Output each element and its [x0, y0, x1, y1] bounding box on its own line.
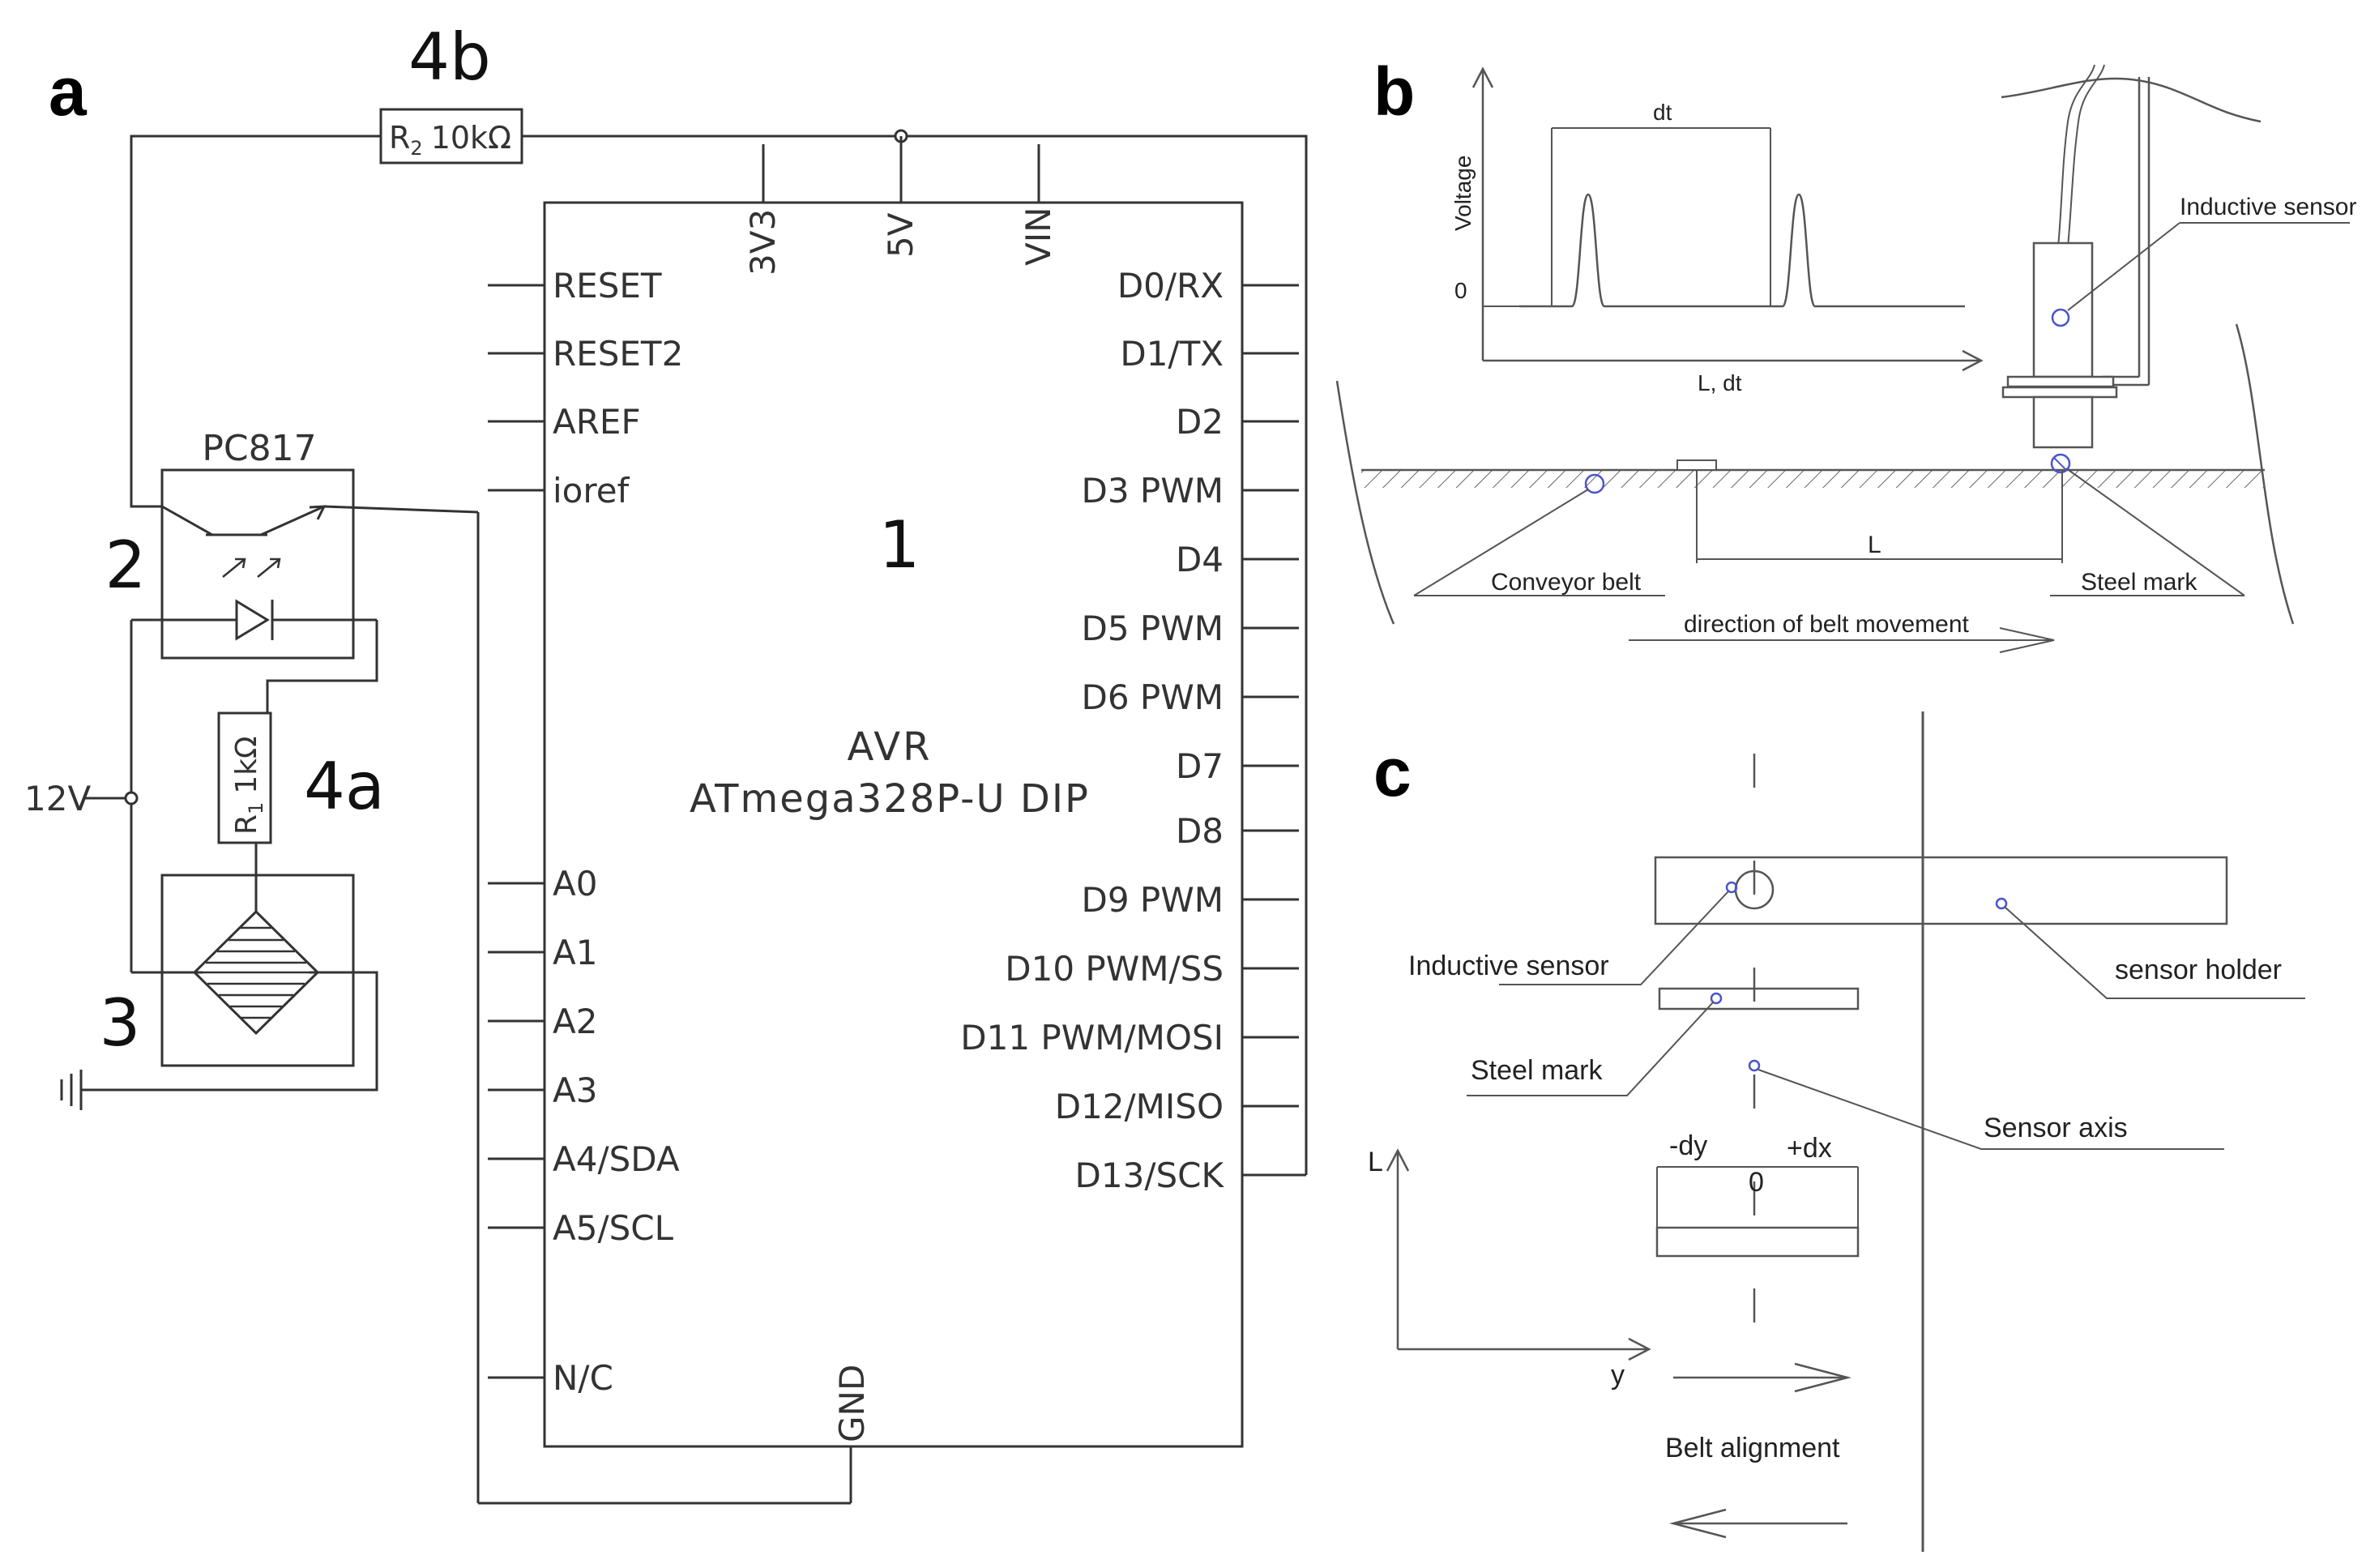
r1-callout: 4a [304, 749, 385, 824]
ground-icon [60, 1070, 83, 1110]
direction-label: direction of belt movement [1684, 611, 1970, 638]
l-axis-label: L [1368, 1147, 1383, 1177]
dt-interval [1551, 127, 1771, 306]
pin-a5-scl: A5/SCL [553, 1208, 674, 1248]
sensor-label: Inductive sensor [2180, 194, 2356, 220]
axis-label: Sensor axis [1984, 1113, 2128, 1143]
panel-a-letter: a [49, 53, 88, 130]
pin-d6-pwm: D6 PWM [1081, 677, 1224, 717]
panel-b-letter: b [1373, 53, 1415, 130]
pin-a3: A3 [553, 1070, 597, 1110]
inductive-sensor-symbol: 3 [60, 874, 378, 1110]
mark-label: Steel mark [2081, 569, 2197, 596]
pin-d13: D13/SCK [1075, 1156, 1225, 1195]
signal-curve [1519, 193, 1965, 308]
r2-callout: 4b [408, 19, 491, 95]
pin-gnd: GND [832, 1365, 872, 1442]
pin-d8: D8 [1176, 811, 1224, 851]
resistor-r2: 4b R2 10kΩ [379, 19, 523, 164]
conveyor-belt [1361, 470, 2265, 488]
pin-a4-sda: A4/SDA [553, 1139, 680, 1179]
pin-d2: D2 [1176, 402, 1224, 442]
direction-arrow [1629, 627, 2055, 653]
pin-d7: D7 [1176, 746, 1224, 786]
inductive-sensor-body [2001, 241, 2118, 449]
distance-label: L [1868, 532, 1881, 558]
steel-mark-on-belt [1676, 459, 1717, 471]
voltage-axis-label: Voltage [1450, 156, 1476, 231]
mcu-left-pins: RESET RESET2 AREF ioref A0 A1 A2 A3 A4/S… [488, 266, 683, 1398]
pin-d11: D11 PWM/MOSI [960, 1018, 1224, 1057]
supply-label: 12V [24, 779, 91, 818]
alignment-label: Belt alignment [1665, 1433, 1840, 1463]
pin-5v: 5V [881, 212, 920, 258]
pin-d0-rx: D0/RX [1117, 266, 1224, 305]
c-zero-label: 0 [1749, 1167, 1764, 1198]
coordinate-axes [1386, 1148, 1651, 1361]
mcu-body [543, 201, 1244, 1448]
panel-a: a 1 AVR ATmega328P-U DIP 3V3 5V VIN GND [24, 19, 1308, 1505]
pin-d3-pwm: D3 PWM [1081, 471, 1224, 511]
optocoupler-callout: 2 [105, 528, 147, 603]
mcu-model: ATmega328P-U DIP [690, 776, 1090, 822]
r2-sub: 2 [410, 137, 422, 160]
belt-label: Conveyor belt [1491, 569, 1642, 596]
mcu-number: 1 [879, 507, 920, 583]
pin-d5-pwm: D5 PWM [1081, 609, 1224, 648]
housing-outline [1335, 77, 2295, 625]
pin-d4: D4 [1176, 540, 1224, 579]
panel-c: c Inductive sensor sensor holder Steel m… [1368, 711, 2305, 1552]
pin-d12: D12/MISO [1055, 1087, 1224, 1126]
r1-value: 1kΩ [230, 736, 263, 793]
sensor-callout: 3 [100, 985, 141, 1061]
signal-graph-axes [1471, 66, 1984, 372]
pin-a0: A0 [553, 864, 597, 904]
pos-dx-label: +dx [1787, 1133, 1832, 1164]
pin-d9-pwm: D9 PWM [1081, 880, 1224, 920]
pin-ioref: ioref [553, 471, 630, 511]
neg-dy-label: -dy [1669, 1130, 1707, 1161]
resistor-r1: R1 1kΩ 4a [217, 711, 385, 912]
r2-label: R2 10kΩ [389, 120, 511, 160]
alignment-arrows [1669, 1362, 1852, 1539]
panel-b: b Voltage 0 L, dt dt [1335, 53, 2356, 653]
pin-a1: A1 [553, 933, 597, 972]
mcu-name: AVR [848, 724, 933, 770]
supply-12v: 12V [24, 620, 203, 974]
panel-c-letter: c [1373, 734, 1412, 810]
dt-label: dt [1653, 100, 1672, 125]
r1-sub: 1 [245, 802, 267, 814]
optocoupler-pc817: PC817 2 [105, 428, 851, 1505]
zero-label: 0 [1454, 278, 1467, 303]
sensor-holder-bar [1654, 856, 2228, 925]
pin-reset: RESET [553, 266, 662, 305]
y-axis-label: y [1611, 1360, 1625, 1391]
pin-a2: A2 [553, 1002, 597, 1041]
pin-d10: D10 PWM/SS [1005, 949, 1224, 989]
distance-l [1696, 470, 2063, 563]
pin-3v3: 3V3 [743, 209, 783, 276]
sensor-bracket [2103, 77, 2150, 387]
r1-symbol: R [230, 814, 263, 835]
x-axis-label: L, dt [1698, 370, 1742, 395]
pin-reset2: RESET2 [553, 334, 683, 374]
r1-label: R1 1kΩ [230, 736, 267, 835]
steel-mark-bar [1658, 987, 1860, 1010]
wires-top [130, 129, 1308, 1175]
pin-nc: N/C [553, 1358, 613, 1398]
pin-d1-tx: D1/TX [1120, 334, 1224, 374]
pin-vin: VIN [1019, 207, 1058, 266]
c-mark-label: Steel mark [1471, 1055, 1603, 1086]
mcu-top-pins: 3V3 5V VIN [743, 131, 1058, 276]
r2-value: 10kΩ [431, 120, 511, 156]
c-sensor-label: Inductive sensor [1408, 951, 1609, 981]
mcu-right-pins: D0/RX D1/TX D2 D3 PWM D4 D5 PWM D6 PWM D… [960, 266, 1306, 1195]
reference-block [1655, 1226, 1860, 1258]
holder-label: sensor holder [2115, 955, 2282, 985]
r2-symbol: R [389, 120, 410, 156]
sensor-cable [2057, 64, 2105, 248]
pin-aref: AREF [553, 402, 641, 442]
pc817-label: PC817 [202, 428, 316, 469]
